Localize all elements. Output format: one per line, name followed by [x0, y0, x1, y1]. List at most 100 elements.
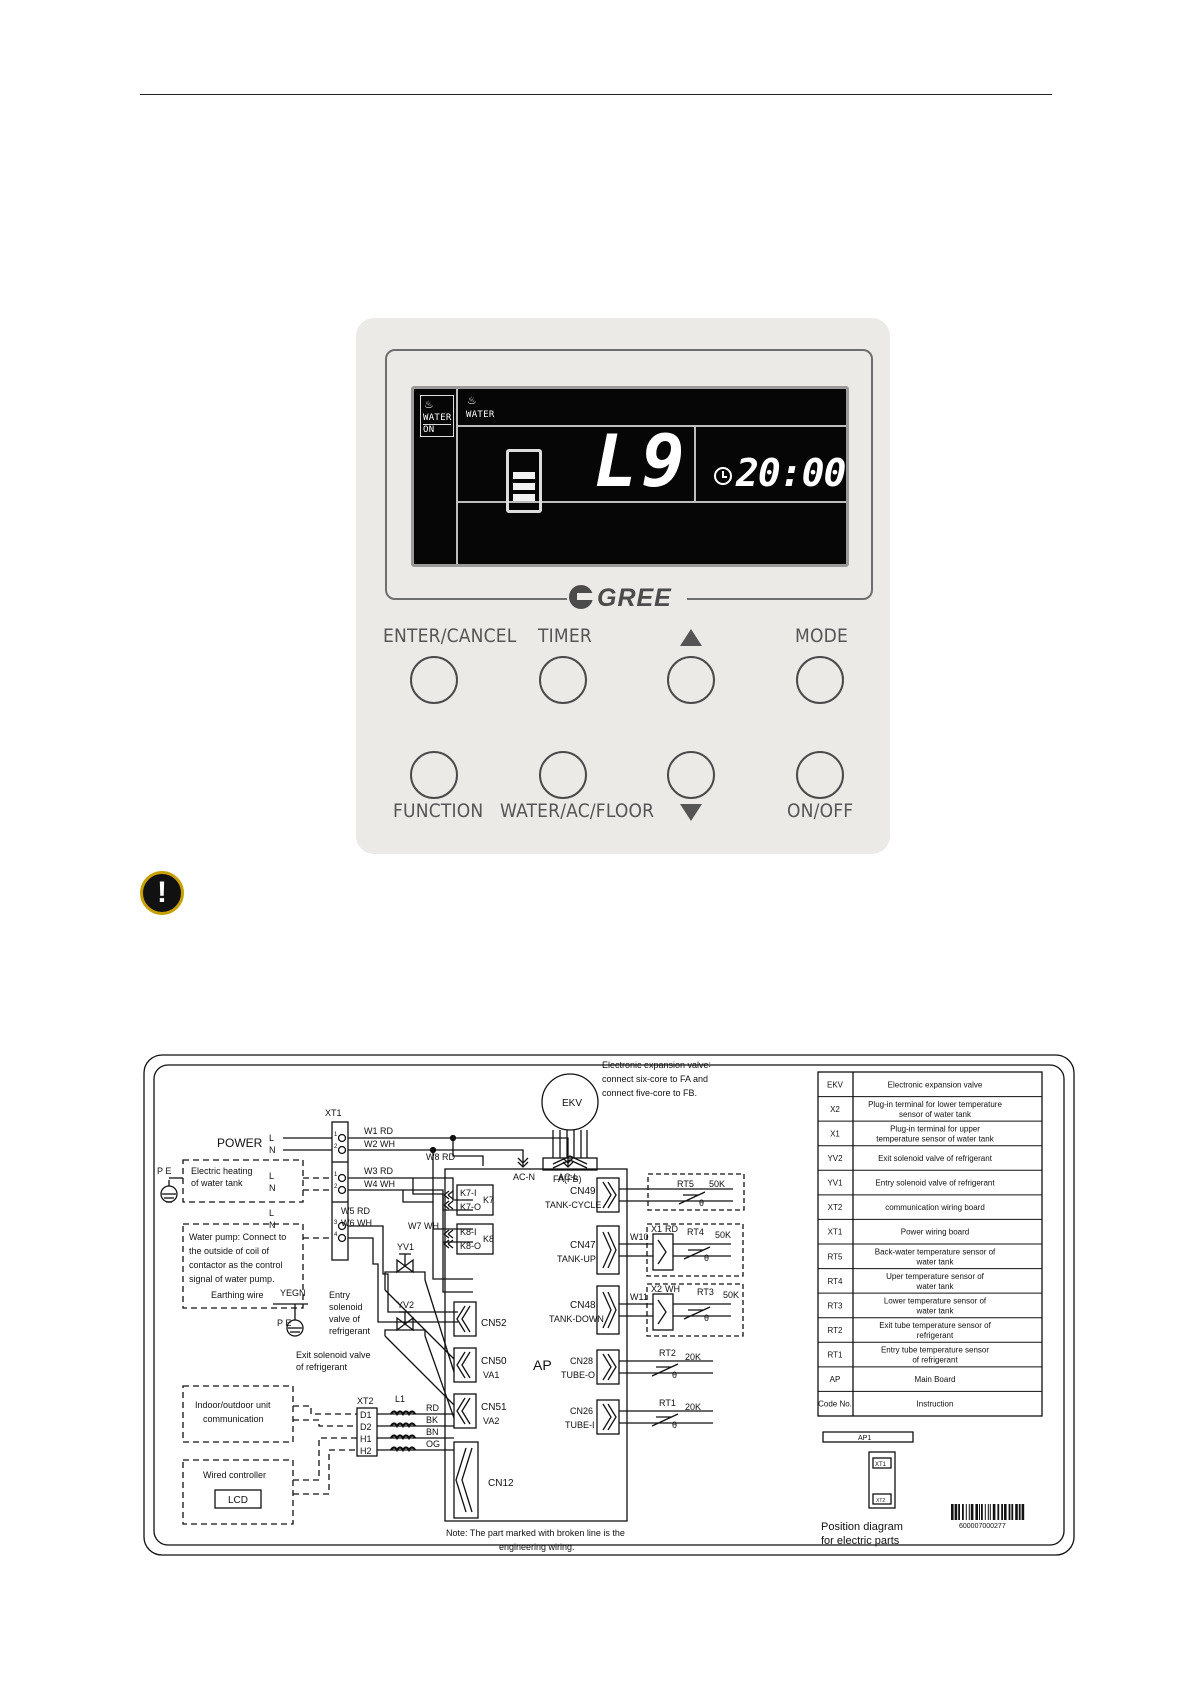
legend-description: Electronic expansion valve	[888, 1080, 983, 1089]
n-label: N	[269, 1145, 276, 1155]
sensor-label: RT2	[659, 1348, 676, 1358]
entry-valve-label: solenoid	[329, 1302, 363, 1312]
water-ac-floor-button[interactable]	[539, 751, 587, 799]
wire-label: W7 WH	[408, 1221, 439, 1231]
barcode-bar	[965, 1504, 967, 1520]
sensor-circuits	[619, 1173, 745, 1427]
barcode-bar	[987, 1504, 989, 1520]
legend-description: water tank	[916, 1257, 955, 1266]
barcode-bar	[954, 1504, 958, 1520]
mode-button[interactable]	[796, 656, 844, 704]
water-label: WATER	[466, 410, 495, 420]
down-button[interactable]	[667, 751, 715, 799]
legend-code: RT4	[828, 1277, 844, 1286]
heater-label: of water tank	[191, 1178, 243, 1188]
wire-label: W5 RD	[341, 1206, 371, 1216]
sensor-label: RT1	[659, 1398, 676, 1408]
arrow-down-icon	[680, 804, 702, 821]
terminal-number: 1	[334, 1132, 338, 1138]
barcode-number: 600007000277	[959, 1523, 1006, 1530]
legend-description: Back-water temperature sensor of	[875, 1247, 996, 1256]
ap-main-board	[444, 1168, 628, 1522]
l-label: L	[269, 1171, 274, 1181]
lcd-divider	[458, 501, 846, 503]
timer-button[interactable]	[539, 656, 587, 704]
barcode-bar	[958, 1504, 960, 1520]
legend-description: of refrigerant	[912, 1356, 958, 1365]
diagram-inner-border	[153, 1064, 1065, 1546]
left-connectors	[453, 1301, 479, 1519]
connector-label: CN26	[570, 1406, 593, 1416]
position-caption: for electric parts	[821, 1535, 900, 1547]
legend-description: Entry solenoid valve of refrigerant	[875, 1179, 995, 1188]
on-off-button[interactable]	[796, 751, 844, 799]
legend-description: water tank	[916, 1306, 955, 1315]
wire-color: RD	[665, 1224, 678, 1234]
barcode-bar	[997, 1504, 1000, 1520]
inductor-l1	[390, 1410, 416, 1453]
legend-code: RT5	[828, 1252, 844, 1261]
entry-valve-label: valve of	[329, 1314, 361, 1324]
exit-valve-label: Exit solenoid valve	[296, 1350, 371, 1360]
terminal-number: 1	[334, 1172, 338, 1178]
legend-description: communication wiring board	[885, 1203, 985, 1212]
header-rule	[140, 94, 1052, 95]
legend-description: temperature sensor of water tank	[876, 1134, 994, 1143]
barcode-bar	[975, 1504, 978, 1520]
ekv-coil	[541, 1073, 599, 1131]
function-button[interactable]	[410, 751, 458, 799]
water-on-indicator: ♨ WATER ON	[420, 395, 454, 437]
clock-icon	[714, 467, 732, 485]
ap-label: AP	[533, 1357, 552, 1373]
legend-description: Exit tube temperature sensor of	[879, 1321, 991, 1330]
water-tank-icon: ♨	[425, 397, 433, 412]
water-label: WATER	[423, 413, 452, 423]
wire-label: W6 WH	[341, 1218, 372, 1228]
timer-label: TIMER	[538, 625, 592, 647]
xt1-board	[331, 1121, 349, 1261]
plug-label: X1	[651, 1224, 662, 1234]
note-text: Note: The part marked with broken line i…	[446, 1528, 625, 1538]
relay-k8	[456, 1223, 494, 1255]
position-ap1	[822, 1431, 914, 1443]
lcd-divider	[456, 389, 458, 564]
wire-color: BN	[426, 1427, 439, 1437]
pe-label: P E	[277, 1318, 291, 1328]
entry-valve-label: Entry	[329, 1290, 351, 1300]
legend-description: Plug-in terminal for upper	[890, 1124, 980, 1133]
xt2-pin: H2	[360, 1446, 372, 1456]
pump-label: the outside of coil of	[189, 1246, 270, 1256]
xt2-label: XT2	[357, 1396, 374, 1406]
barcode-bar	[1021, 1504, 1025, 1520]
ac-l-label: AC-L	[558, 1172, 579, 1182]
wire-color: BK	[426, 1415, 438, 1425]
up-button[interactable]	[667, 656, 715, 704]
exit-valve-label: of refrigerant	[296, 1362, 348, 1372]
legend-code: EKV	[827, 1080, 844, 1089]
barcode-bar	[962, 1504, 964, 1520]
legend-code: XT1	[828, 1228, 843, 1237]
enter-cancel-button[interactable]	[410, 656, 458, 704]
diagram-outer-border	[143, 1054, 1075, 1556]
l-label: L	[269, 1133, 274, 1143]
lcd-label: LCD	[228, 1495, 248, 1506]
barcode-bar	[1001, 1504, 1003, 1520]
position-caption: Position diagram	[821, 1521, 903, 1533]
water-indicator: ♨ WATER	[464, 393, 498, 423]
entry-valve-label: refrigerant	[329, 1326, 371, 1336]
connector-label: CN49	[570, 1186, 596, 1197]
level-indicator	[506, 449, 542, 513]
legend-description: Main Board	[915, 1375, 956, 1384]
yv2-label: YV2	[397, 1300, 414, 1310]
wire-label: W4 WH	[364, 1179, 395, 1189]
barcode	[951, 1504, 1025, 1520]
gree-logo-icon	[569, 585, 593, 609]
wire-label: W2 WH	[364, 1139, 395, 1149]
n-label: N	[269, 1183, 276, 1193]
solenoid-valve-yv1	[384, 1253, 455, 1373]
connector-label: VA1	[483, 1370, 499, 1380]
earth-symbol-2	[273, 1303, 308, 1337]
position-board	[868, 1451, 896, 1509]
barcode-bar	[1018, 1504, 1021, 1520]
